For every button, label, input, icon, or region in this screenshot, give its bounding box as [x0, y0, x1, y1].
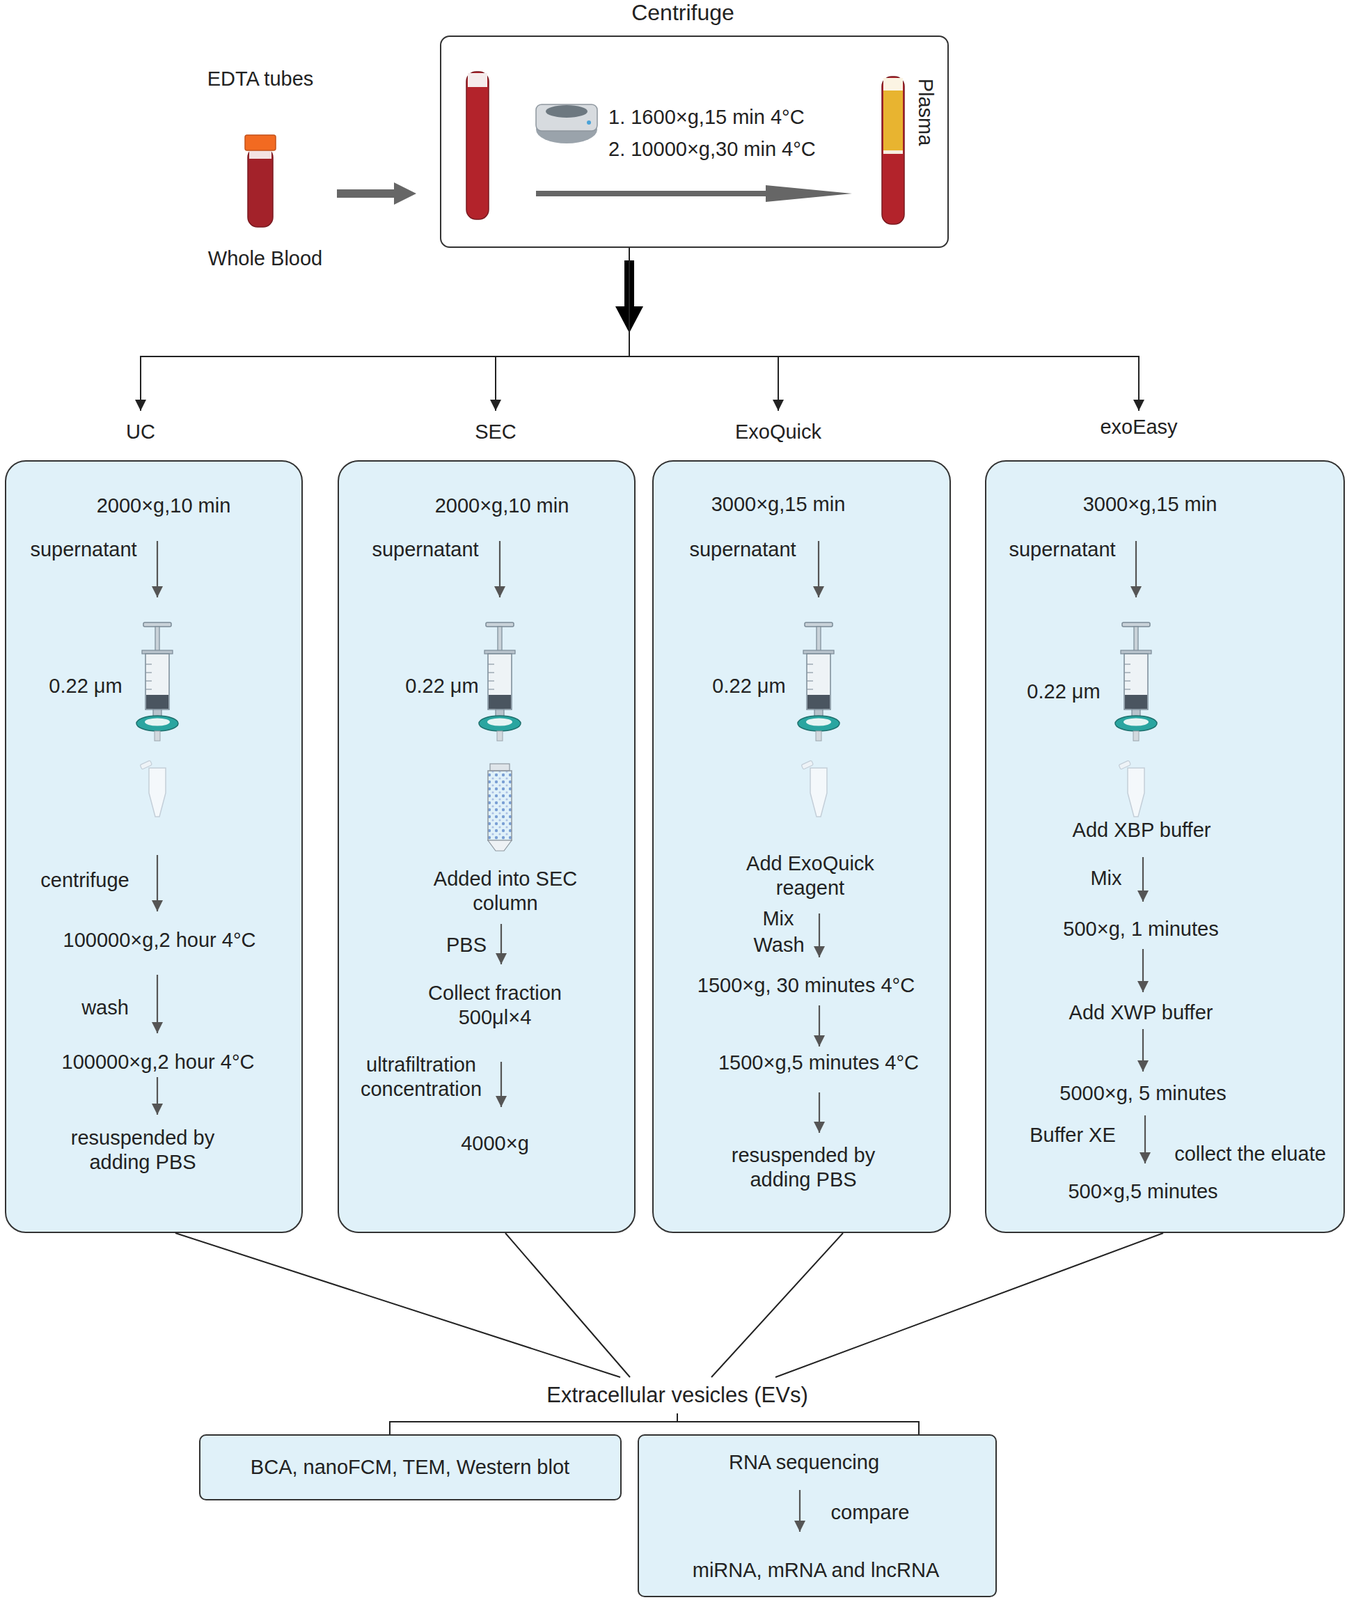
step-text: resuspended by adding PBS: [716, 1142, 891, 1192]
step-text: Buffer XE: [1029, 1122, 1116, 1148]
step-text: supernatant: [371, 537, 479, 562]
connector: [629, 247, 1139, 411]
method-panel: exoEasy 3000×g,15 min supernatant 0.22 μm Ad…: [984, 410, 1345, 1233]
step-text: 100000×g,2 hour 4°C: [63, 927, 257, 953]
step-text: resuspended by adding PBS: [55, 1125, 230, 1175]
step-text: supernatant: [29, 537, 137, 562]
step-text: Collect fraction 500μl×4: [411, 980, 579, 1030]
step-text: PBS: [446, 932, 487, 958]
connector: [629, 247, 779, 411]
connector: [140, 247, 630, 411]
connector: [175, 1232, 621, 1377]
step-text: 0.22 μm: [712, 673, 786, 699]
heading: SEC: [474, 419, 517, 445]
step-text: BCA, nanoFCM, TEM, Western blot: [250, 1454, 570, 1480]
step-text: 0.22 μm: [1026, 679, 1100, 704]
box-outline: [337, 460, 636, 1233]
analysis-box: RNA sequencing compare miRNA, mRNA and lnc…: [637, 1433, 997, 1597]
method-panel: ExoQuick 3000×g,15 min supernatant 0.22 μm A…: [652, 410, 951, 1233]
step-text: Mix: [762, 906, 794, 931]
analysis-box: BCA, nanoFCM, TEM, Western blot: [199, 1433, 622, 1501]
connector: [677, 1413, 919, 1434]
step-text: Add XBP buffer: [1072, 817, 1212, 843]
step-text: ultrafiltration concentration: [344, 1052, 498, 1102]
step-text: wash: [81, 995, 129, 1020]
step-text: 0.22 μm: [405, 673, 479, 699]
step-text: 2000×g,10 min: [96, 493, 232, 518]
step-text: Mix: [1090, 865, 1122, 891]
step-text: 1500×g,5 minutes 4°C: [718, 1050, 919, 1075]
step-text: Plasma: [913, 78, 939, 147]
process-box: Centrifuge 1. 1600×g,15 min 4°C 2. 10000×g…: [439, 0, 949, 248]
step-text: compare: [831, 1500, 910, 1525]
step-text: Add XWP buffer: [1069, 1000, 1214, 1025]
step-text: 1. 1600×g,15 min 4°C: [608, 105, 805, 130]
step-text: 500×g, 1 minutes: [1062, 916, 1219, 942]
connector: [495, 247, 630, 411]
connector: [711, 1232, 843, 1377]
heading: UC: [125, 419, 156, 445]
step-text: collect the eluate: [1174, 1141, 1327, 1166]
step-text: 4000×g: [460, 1131, 530, 1156]
connector: [505, 1232, 630, 1377]
step-text: 5000×g, 5 minutes: [1059, 1081, 1226, 1106]
tube-label: Whole Blood: [208, 246, 323, 271]
tube-label: EDTA tubes: [207, 66, 314, 92]
step-text: 0.22 μm: [48, 673, 122, 699]
step-text: 2. 10000×g,30 min 4°C: [608, 137, 816, 162]
method-panel: UC 2000×g,10 min supernatant 0.22 μm centrif…: [4, 410, 303, 1233]
step-text: Wash: [753, 932, 804, 958]
step-text: Extracellular vesicles (EVs): [546, 1381, 809, 1408]
step-text: 100000×g,2 hour 4°C: [61, 1049, 255, 1075]
connector: [389, 1413, 678, 1434]
step-text: supernatant: [1008, 537, 1116, 562]
step-text: RNA sequencing: [728, 1449, 880, 1475]
step-text: centrifuge: [40, 868, 129, 893]
box-outline: [4, 460, 303, 1233]
heading: ExoQuick: [735, 419, 822, 445]
step-text: 1500×g, 30 minutes 4°C: [697, 973, 915, 998]
step-text: 500×g,5 minutes: [1067, 1179, 1218, 1204]
box-outline: [984, 460, 1345, 1233]
step-text: 2000×g,10 min: [435, 493, 570, 518]
step-text: Added into SEC column: [421, 866, 589, 916]
box-outline: [652, 460, 951, 1233]
step-text: 3000×g,15 min: [1083, 492, 1218, 517]
step-text: supernatant: [689, 537, 796, 562]
heading: exoEasy: [1099, 414, 1178, 440]
connector: [775, 1232, 1164, 1377]
method-panel: SEC 2000×g,10 min supernatant 0.22 μm Added …: [337, 410, 636, 1233]
result-label: Extracellular vesicles (EVs): [529, 1376, 826, 1414]
step-text: 3000×g,15 min: [711, 492, 846, 517]
heading: Centrifuge: [631, 0, 735, 26]
step-text: Add ExoQuick reagent: [716, 851, 905, 901]
step-text: miRNA, mRNA and lncRNA: [692, 1557, 940, 1583]
